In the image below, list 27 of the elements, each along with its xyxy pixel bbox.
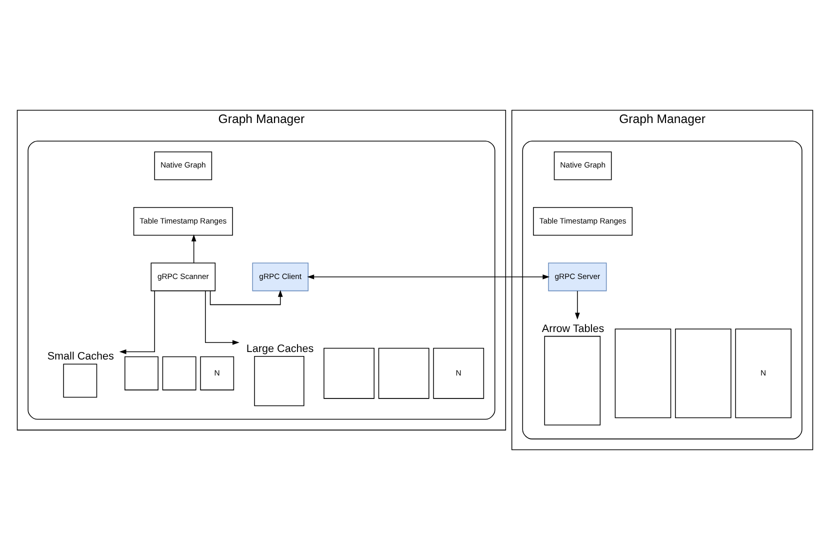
node-label: Arrow Tables: [542, 322, 604, 335]
arrow: [205, 290, 240, 345]
node-box: gRPC Scanner: [150, 262, 216, 292]
node-box: N: [735, 328, 792, 418]
node-box: gRPC Server: [548, 262, 607, 292]
node-label: Small Caches: [47, 350, 114, 363]
node-box: [675, 328, 732, 418]
cluster: [522, 140, 802, 440]
node-label: Large Caches: [246, 342, 314, 355]
arrow: [119, 290, 155, 354]
node-box: Native Graph: [154, 152, 212, 180]
node-box: Table Timestamp Ranges: [533, 207, 633, 236]
node-box: [614, 328, 672, 418]
node-box: [378, 348, 430, 399]
arrow: [307, 274, 550, 280]
arrow: [210, 290, 283, 306]
node-box: gRPC Client: [252, 262, 309, 292]
node-box: [162, 356, 196, 390]
arrow: [191, 234, 196, 264]
node-box: Table Timestamp Ranges: [133, 207, 233, 236]
node-box: Native Graph: [554, 152, 612, 180]
arrow: [574, 290, 580, 320]
cluster: [28, 140, 496, 420]
node-box: N: [200, 356, 234, 390]
node-box: N: [433, 348, 484, 399]
node-box: [324, 348, 374, 399]
node-box: [124, 356, 158, 390]
